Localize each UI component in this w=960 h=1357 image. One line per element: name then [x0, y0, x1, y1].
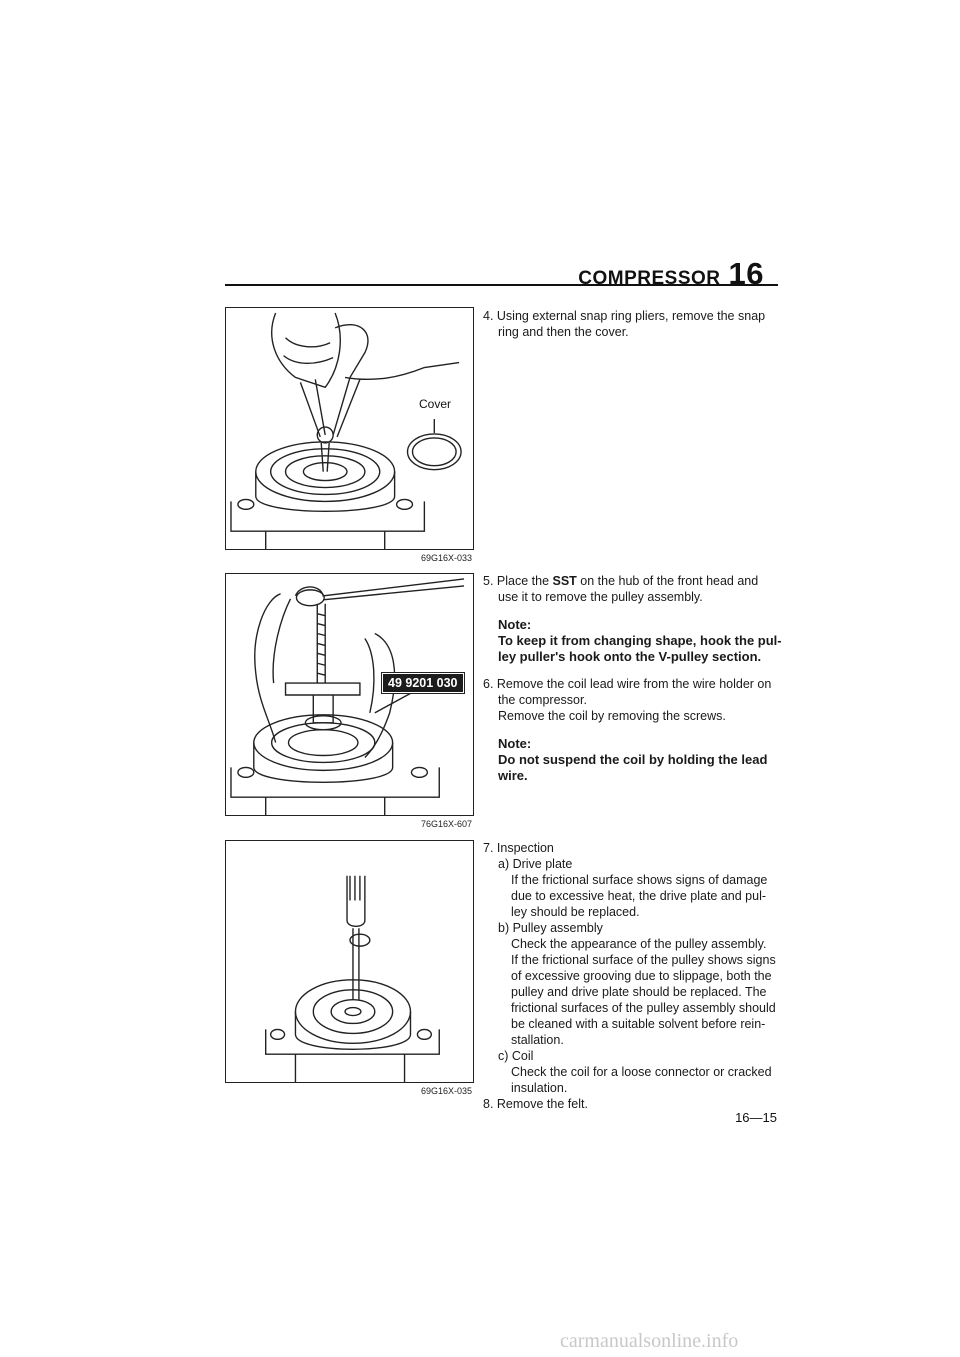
step-7b-line: be cleaned with a suitable solvent befor… — [511, 1017, 766, 1031]
step-7-8: 7. Inspection a) Drive plate If the fric… — [483, 840, 783, 1112]
cover-label: Cover — [419, 397, 452, 411]
step-7a-line: due to excessive heat, the drive plate a… — [511, 889, 767, 903]
step-7b-line: Check the appearance of the pulley assem… — [511, 937, 767, 951]
step-7a-line: ley should be replaced. — [511, 905, 640, 919]
sst-term: SST — [552, 574, 577, 588]
page-header: COMPRESSOR 16 — [578, 256, 764, 292]
section-title: COMPRESSOR — [578, 268, 721, 289]
note-heading: Note: — [498, 736, 532, 751]
sst-tool-label: 49 9201 030 — [381, 672, 465, 694]
inspection-illustration — [265, 875, 440, 1082]
step-5-text: on the hub of the front head and — [576, 574, 759, 588]
step-7b-line: of excessive grooving due to slippage, b… — [511, 969, 772, 983]
page-number: 16—15 — [735, 1110, 777, 1125]
step-7a-line: a) Drive plate — [498, 857, 573, 871]
note-text: wire. — [498, 768, 528, 783]
step-7b-line: frictional surfaces of the pulley assemb… — [511, 1001, 776, 1015]
chapter-number: 16 — [728, 256, 764, 291]
note-text: To keep it from changing shape, hook the… — [498, 633, 782, 648]
figure-snap-ring-pliers: Cover — [225, 307, 474, 550]
step-6-line: Remove the coil by removing the screws. — [498, 709, 726, 723]
step-5-line: use it to remove the pulley assembly. — [498, 590, 703, 604]
step-7c-line: insulation. — [511, 1081, 568, 1095]
step-8-line: 8. Remove the felt. — [483, 1097, 588, 1111]
watermark: carmanualsonline.info — [560, 1330, 739, 1352]
figure-code: 76G16X-607 — [421, 819, 473, 829]
snap-ring-pliers-illustration — [230, 312, 462, 549]
header-rule — [225, 284, 778, 286]
figure-code: 69G16X-033 — [421, 553, 473, 563]
step-6-line: 6. Remove the coil lead wire from the wi… — [483, 677, 772, 691]
step-7-line: 7. Inspection — [483, 841, 554, 855]
pulley-puller-illustration — [230, 578, 465, 815]
step-7c-line: c) Coil — [498, 1049, 534, 1063]
step-5-6: 5. Place the SST on the hub of the front… — [483, 573, 783, 784]
step-4: 4. Using external snap ring pliers, remo… — [483, 308, 783, 340]
figure-pulley-puller: 49 9201 030 — [225, 573, 474, 816]
step-7b-line: stallation. — [511, 1033, 564, 1047]
step-5-text: 5. Place the — [483, 574, 553, 588]
note-text: Do not suspend the coil by holding the l… — [498, 752, 768, 767]
step-5-line: 5. Place the SST on the hub of the front… — [483, 573, 783, 589]
step-7c-line: Check the coil for a loose connector or … — [511, 1065, 772, 1079]
step-7a-line: If the frictional surface shows signs of… — [511, 873, 768, 887]
step-4-line: 4. Using external snap ring pliers, remo… — [483, 309, 766, 323]
figure-code: 69G16X-035 — [421, 1086, 473, 1096]
step-7b-line: b) Pulley assembly — [498, 921, 603, 935]
note-heading: Note: — [498, 617, 532, 632]
step-6-line: the compressor. — [498, 693, 587, 707]
step-7b-line: If the frictional surface of the pulley … — [511, 953, 776, 967]
step-4-line: ring and then the cover. — [498, 325, 629, 339]
note-text: ley puller's hook onto the V-pulley sect… — [498, 649, 762, 664]
step-7b-line: pulley and drive plate should be replace… — [511, 985, 767, 999]
figure-inspection — [225, 840, 474, 1083]
